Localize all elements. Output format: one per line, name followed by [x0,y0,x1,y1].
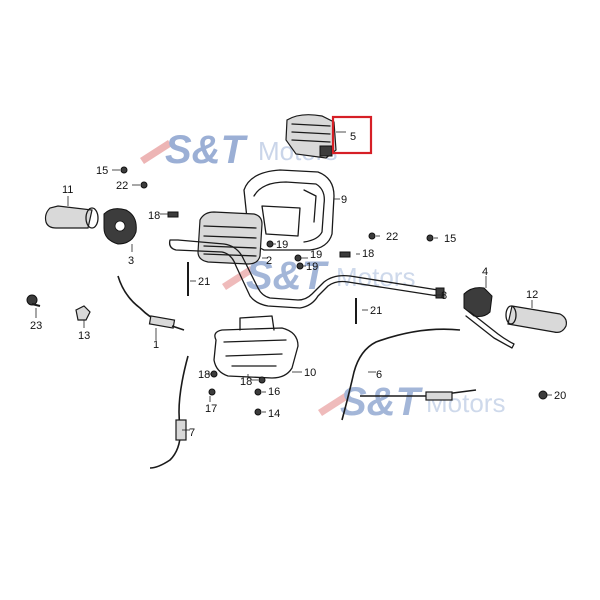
part-15-screw-right [426,234,434,242]
part-11-left-grip [44,196,99,229]
watermark-brand: S&T [340,380,424,424]
part-17-screw [208,388,216,396]
label-12: 12 [526,289,538,301]
part-18-clip-right [339,251,351,258]
part-labels: 1 2 3 4 6 7 8 9 10 11 12 13 14 15 15 16 … [30,165,566,439]
part-16-screw [254,388,262,396]
part-19-screw-c [296,262,304,270]
watermark-slash-icon [222,266,254,290]
label-1: 1 [153,339,159,351]
label-20: 20 [554,390,566,402]
leader-lines [206,235,552,413]
watermark-brand: S&T [165,128,249,172]
watermark-middle: S&T Motors [222,254,415,298]
part-7-cable [149,355,190,469]
part-19-screw-a [266,240,274,248]
part-12-right-grip [505,300,567,333]
label-21b: 21 [370,305,382,317]
part-8-handlebar [168,239,445,309]
part-10-lower-cover [213,315,302,379]
label-19: 19 [276,239,288,251]
label-11: 11 [62,184,73,196]
label-3: 3 [128,255,134,267]
label-7: 7 [189,427,195,439]
part-22-screw [140,181,148,189]
part-18-clip [167,211,179,218]
part-14-screw [254,408,262,416]
part-1-left-cable [117,275,185,340]
label-18d: 18 [240,376,252,388]
part-2-headlight [197,211,268,265]
part-5-top-cover [285,114,346,159]
label-18c: 18 [198,369,210,381]
label-6: 6 [376,369,382,381]
part-22-screw-right [368,232,376,240]
label-22b: 22 [386,231,398,243]
label-2: 2 [266,255,272,267]
part-19-screw-b [294,254,302,262]
label-19b: 19 [310,249,322,261]
part-6-right-cable [341,328,477,421]
watermark-slash-icon [318,392,350,416]
part-15-screw [120,166,128,174]
label-17: 17 [205,403,217,415]
part-18-clip-lower-b [258,376,266,384]
label-15: 15 [96,165,108,177]
part-13-nut [75,305,91,321]
watermark-suffix: Motors [336,262,415,292]
label-16: 16 [268,386,280,398]
label-8: 8 [441,290,447,302]
part-4-right-lever [463,276,515,349]
label-10: 10 [304,367,316,379]
label-13: 13 [78,330,90,342]
label-22: 22 [116,180,128,192]
label-5: 5 [350,131,356,143]
part-3-left-switch [103,208,137,252]
label-14: 14 [268,408,280,420]
label-4: 4 [482,266,488,278]
watermark-slash-icon [140,140,172,164]
label-19c: 19 [306,261,318,273]
fasteners [26,166,548,416]
label-18b: 18 [362,248,374,260]
part-23-bolt [26,294,38,306]
label-23: 23 [30,320,42,332]
label-18: 18 [148,210,160,222]
label-9: 9 [341,194,347,206]
label-15b: 15 [444,233,456,245]
part-20-plug [538,390,548,400]
highlight-box [331,115,373,155]
label-21: 21 [198,276,210,288]
